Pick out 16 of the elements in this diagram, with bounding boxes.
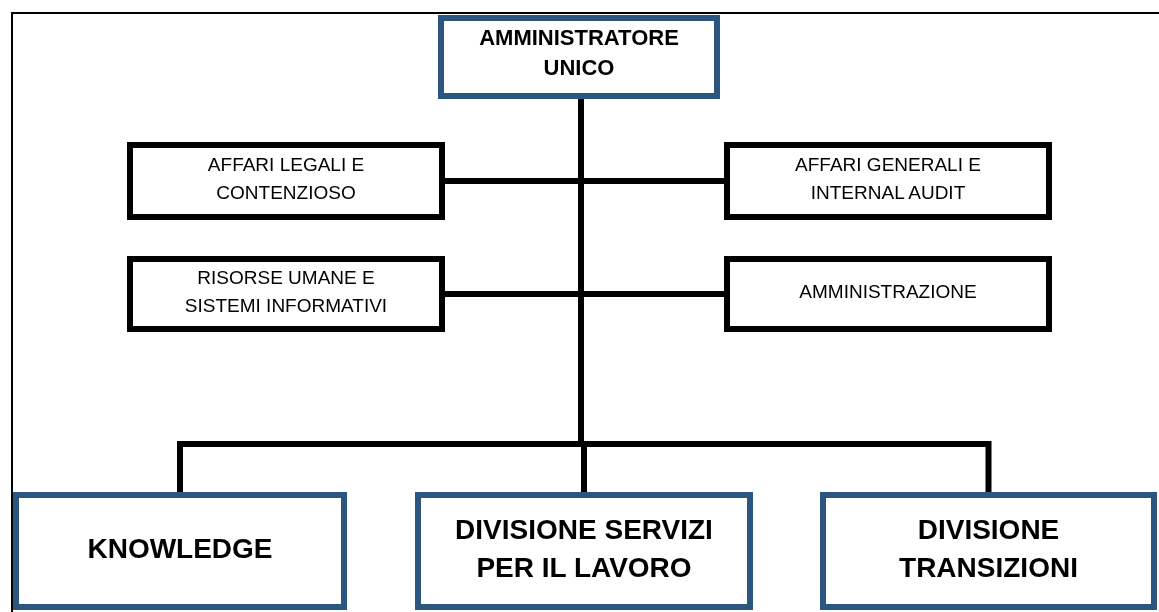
node-label: DIVISIONE SERVIZI PER IL LAVORO [454,513,714,585]
node-label: AFFARI LEGALI E CONTENZIOSO [206,153,366,205]
node-label: AMMINISTRAZIONE [799,280,977,304]
node-label: KNOWLEDGE [87,532,273,566]
staff-office-box [724,142,1052,220]
node-label: AMMINISTRATORE UNICO [478,24,680,82]
executive-box [438,15,720,99]
staff-office-box [724,256,1052,332]
staff-office-box [127,256,445,332]
staff-office-box [127,142,445,220]
division-box [415,492,753,610]
node-label: RISORSE UMANE E SISTEMI INFORMATIVI [183,266,389,318]
node-label: DIVISIONE TRANSIZIONI [898,513,1079,585]
division-box [13,492,347,610]
division-box [820,492,1157,610]
node-label: AFFARI GENERALI E INTERNAL AUDIT [794,153,982,205]
